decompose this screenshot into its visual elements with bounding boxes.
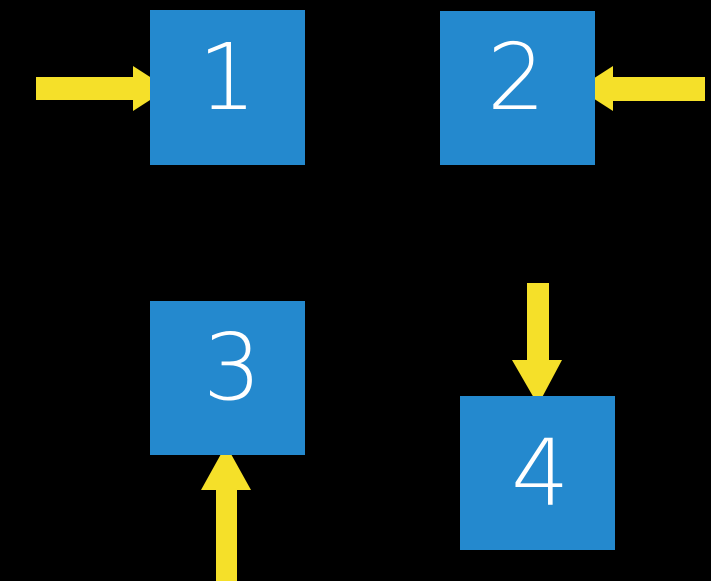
node-label-3: 3	[203, 314, 262, 421]
node-box-2[interactable]	[440, 11, 595, 165]
arrow-down-into-node-4-icon[interactable]	[512, 283, 562, 405]
arrow-left-into-node-2-icon[interactable]	[578, 66, 705, 111]
node-box-1[interactable]	[150, 10, 305, 165]
node-label-4: 4	[511, 420, 570, 527]
arrow-right-into-node-1-icon[interactable]	[36, 66, 168, 111]
node-box-3[interactable]	[150, 301, 305, 455]
arrow-up-into-node-3-icon[interactable]	[201, 445, 251, 581]
node-label-1: 1	[198, 24, 257, 131]
node-box-4[interactable]	[460, 396, 615, 550]
node-label-2: 2	[487, 24, 546, 131]
